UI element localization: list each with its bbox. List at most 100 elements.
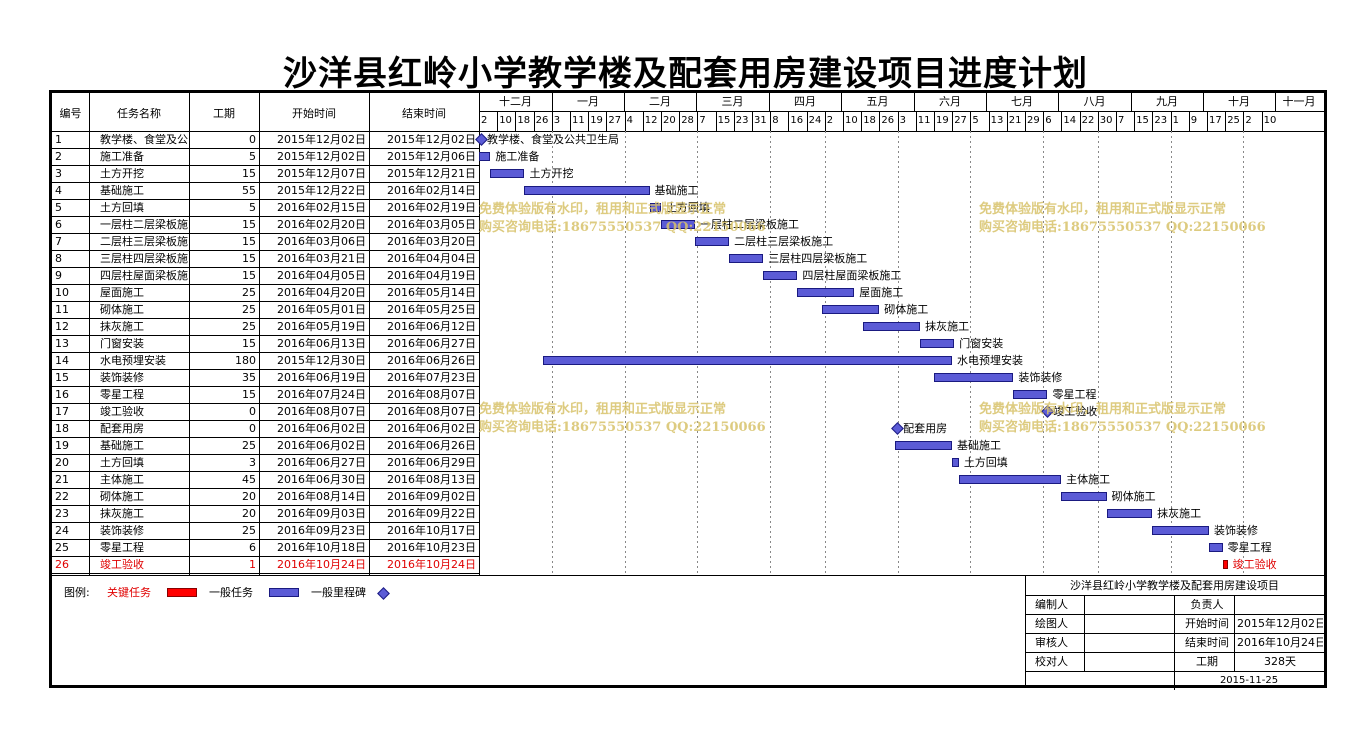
milestone-marker — [891, 422, 905, 435]
day-divider — [934, 111, 935, 131]
task-id: 9 — [55, 270, 62, 282]
task-bar — [1061, 492, 1107, 501]
day-divider — [588, 111, 590, 131]
week-gridline — [625, 131, 626, 573]
task-duration: 35 — [242, 372, 256, 384]
task-duration: 15 — [242, 270, 256, 282]
watermark-line: 购买咨询电话:18675550537 QQ:22150066 — [479, 220, 766, 235]
task-end: 2016年10月24日 — [387, 559, 476, 571]
task-bar — [920, 339, 955, 348]
task-duration: 0 — [249, 134, 256, 146]
day-divider — [1043, 111, 1045, 131]
row-line — [52, 471, 479, 472]
task-duration: 45 — [242, 474, 256, 486]
day-label: 28 — [681, 115, 694, 126]
task-start: 2015年12月02日 — [277, 134, 366, 146]
day-label: 23 — [735, 115, 749, 126]
bar-label: 水电预埋安装 — [956, 354, 1023, 367]
task-bar — [695, 237, 730, 246]
day-label: 10 — [499, 115, 512, 126]
task-start: 2016年02月15日 — [277, 202, 366, 214]
task-end: 2016年05月25日 — [387, 304, 476, 316]
task-bar — [542, 356, 952, 365]
header-name: 任务名称 — [117, 108, 161, 120]
task-name: 四层柱屋面梁板施工 — [100, 270, 188, 282]
task-duration: 5 — [249, 151, 256, 163]
task-end: 2016年09月02日 — [387, 491, 476, 503]
task-name: 基础施工 — [100, 185, 144, 197]
day-divider — [1188, 111, 1190, 131]
week-gridline — [970, 131, 971, 573]
bar-label: 二层柱三层梁板施工 — [734, 235, 834, 248]
task-id: 4 — [55, 185, 62, 197]
task-id: 8 — [55, 253, 62, 265]
task-id: 7 — [55, 236, 62, 248]
column-divider — [89, 93, 90, 575]
task-start: 2016年10月24日 — [277, 559, 366, 571]
task-id: 24 — [55, 525, 69, 537]
info-label: 校对人 — [1035, 656, 1068, 668]
day-label: 14 — [1063, 115, 1077, 126]
header-end: 结束时间 — [402, 108, 446, 120]
task-bar — [649, 203, 661, 212]
month-label: 一月 — [577, 96, 599, 108]
task-start: 2016年06月27日 — [277, 457, 366, 469]
row-line — [52, 250, 479, 251]
day-divider — [733, 111, 735, 131]
task-name: 土方回填 — [100, 457, 144, 469]
week-gridline — [1043, 131, 1044, 573]
task-start: 2016年03月06日 — [277, 236, 366, 248]
day-label: 11 — [572, 115, 585, 126]
day-label: 24 — [808, 115, 822, 126]
row-line — [52, 318, 479, 319]
task-bar — [951, 458, 959, 467]
row-line — [52, 539, 479, 540]
task-duration: 15 — [242, 389, 256, 401]
day-divider — [1170, 111, 1172, 131]
task-start: 2016年06月19日 — [277, 372, 366, 384]
bar-label: 砌体施工 — [1111, 490, 1156, 503]
day-divider — [897, 111, 899, 131]
task-bar — [895, 441, 952, 450]
task-start: 2016年05月19日 — [277, 321, 366, 333]
day-label: 25 — [1227, 115, 1240, 126]
task-id: 23 — [55, 508, 69, 520]
day-label: 2 — [481, 115, 488, 126]
task-start: 2016年06月13日 — [277, 338, 366, 350]
task-id: 12 — [55, 321, 69, 333]
task-start: 2016年04月20日 — [277, 287, 366, 299]
info-col-line — [1084, 595, 1085, 671]
row-line — [52, 165, 479, 166]
bar-label: 门窗安装 — [959, 337, 1004, 350]
bar-label: 砌体施工 — [884, 303, 929, 316]
week-gridline — [1171, 131, 1172, 573]
watermark-line: 购买咨询电话:18675550537 QQ:22150066 — [479, 420, 766, 435]
task-id: 13 — [55, 338, 69, 350]
bar-label: 配套用房 — [903, 422, 948, 435]
task-duration: 15 — [242, 168, 256, 180]
legend-critical-swatch — [167, 588, 197, 597]
task-end: 2016年02月14日 — [387, 185, 476, 197]
task-name: 一层柱二层梁板施工 — [100, 219, 188, 231]
row-line — [52, 437, 479, 438]
week-gridline — [825, 131, 826, 573]
task-id: 10 — [55, 287, 69, 299]
task-name: 抹灰施工 — [100, 321, 144, 333]
task-end: 2016年06月26日 — [387, 355, 476, 367]
bar-label: 竣工验收 — [1232, 558, 1277, 571]
day-label: 5 — [972, 115, 979, 126]
task-name: 零星工程 — [100, 542, 144, 554]
day-label: 20 — [663, 115, 676, 126]
task-duration: 55 — [242, 185, 256, 197]
task-id: 6 — [55, 219, 62, 231]
day-divider — [497, 111, 499, 131]
month-divider — [1131, 93, 1132, 111]
info-date: 2015-11-25 — [1219, 675, 1279, 686]
month-divider — [624, 93, 625, 111]
row-line — [52, 267, 479, 268]
task-bar — [822, 305, 880, 314]
task-id: 5 — [55, 202, 62, 214]
day-divider — [1061, 111, 1063, 131]
task-id: 18 — [55, 423, 69, 435]
day-divider — [1097, 111, 1099, 131]
